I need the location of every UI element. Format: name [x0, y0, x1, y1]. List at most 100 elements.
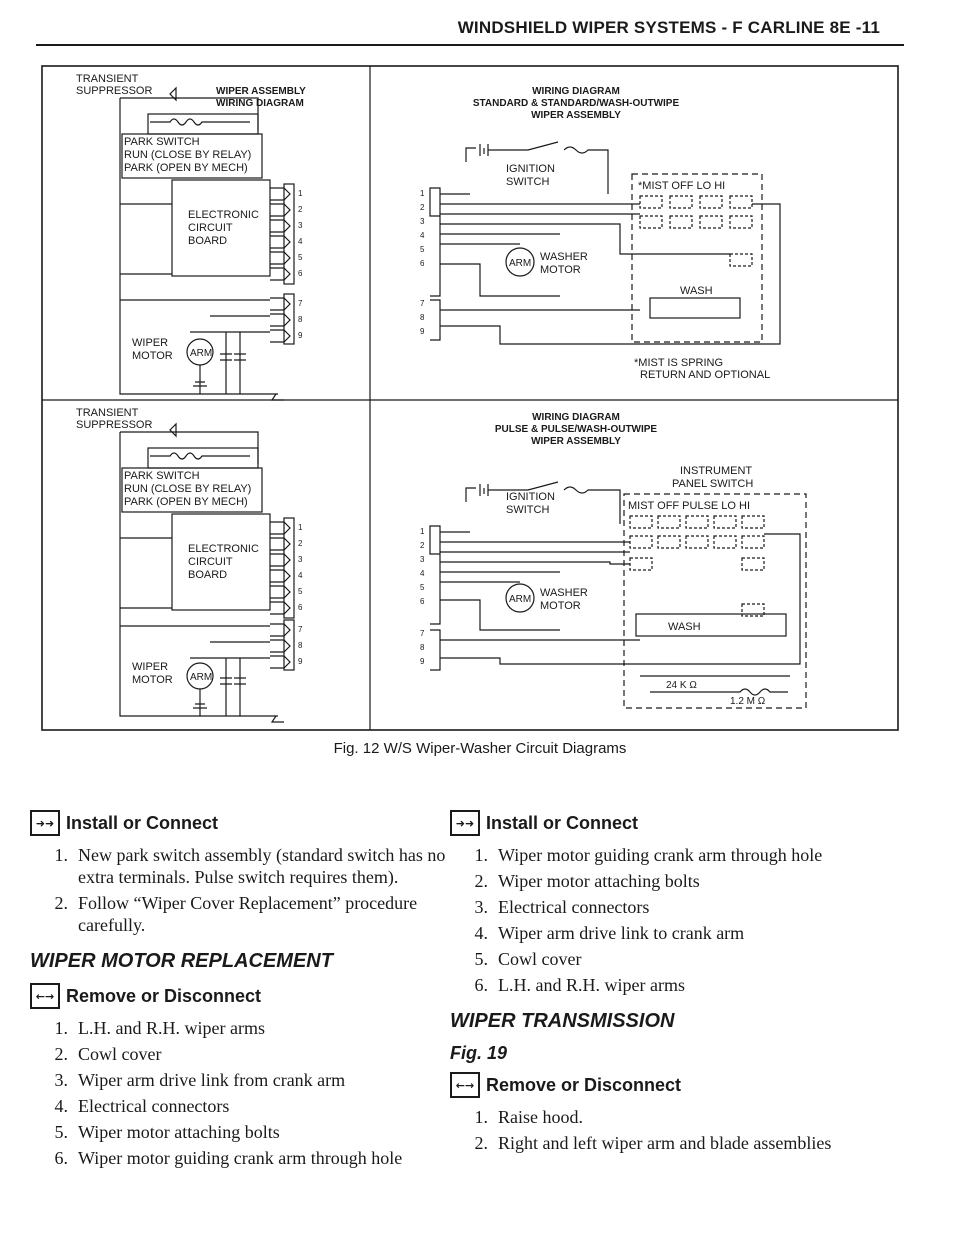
tl-transient: TRANSIENT — [76, 73, 139, 85]
br-wash-switch — [635, 613, 787, 637]
list-item: 6.L.H. and R.H. wiper arms — [474, 975, 685, 995]
tr-ignition: IGNITION — [506, 163, 555, 175]
svg-text:8: 8 — [298, 641, 303, 650]
br-ignition: IGNITION — [506, 491, 555, 503]
svg-text:3: 3 — [298, 221, 303, 230]
br-switch-contacts — [629, 515, 765, 617]
list-item: 1.L.H. and R.H. wiper arms — [54, 1018, 265, 1038]
list-item: 1.New park switch assembly (standard swi… — [54, 845, 446, 887]
br-title1: WIRING DIAGRAM — [532, 412, 620, 423]
svg-text:4: 4 — [420, 231, 425, 240]
svg-text:6: 6 — [420, 259, 425, 268]
install-heading-right: ➜➜ Install or Connect — [450, 810, 900, 836]
page-header: WINDSHIELD WIPER SYSTEMS - F CARLINE 8E … — [0, 18, 960, 58]
diagram-top-right: WIRING DIAGRAM STANDARD & STANDARD/WASH-… — [420, 86, 781, 381]
br-switch: SWITCH — [506, 504, 549, 516]
header-rule — [36, 44, 904, 46]
tr-wash-switch — [649, 297, 741, 319]
tr-switch: SWITCH — [506, 176, 549, 188]
bl-board2: CIRCUIT — [188, 556, 233, 568]
bl-suppressor: SUPPRESSOR — [76, 419, 152, 431]
tr-title2: STANDARD & STANDARD/WASH-OUTWIPE — [473, 98, 680, 109]
diagram-bottom-right: WIRING DIAGRAM PULSE & PULSE/WASH-OUTWIP… — [420, 412, 807, 709]
svg-text:6: 6 — [298, 269, 303, 278]
figure-reference: Fig. 19 — [450, 1043, 508, 1063]
tl-suppressor: SUPPRESSOR — [76, 85, 152, 97]
remove-disconnect-icon: ←→ — [30, 983, 60, 1009]
svg-text:9: 9 — [420, 657, 425, 666]
tr-switch-contacts — [639, 195, 753, 267]
tl-connector-pins — [270, 183, 295, 345]
br-r1: 24 K Ω — [666, 680, 697, 691]
remove-disconnect-icon: ←→ — [450, 1072, 480, 1098]
tr-wash: WASH — [680, 285, 713, 297]
br-switch-positions: MIST OFF PULSE LO HI — [628, 500, 750, 512]
bl-run-label: RUN (CLOSE BY RELAY) — [124, 483, 251, 495]
svg-text:5: 5 — [420, 583, 425, 592]
bl-board1: ELECTRONIC — [188, 543, 259, 555]
svg-text:2: 2 — [298, 205, 303, 214]
tl-board3: BOARD — [188, 235, 227, 247]
figure-frame — [41, 65, 899, 731]
bl-coil-icon — [150, 452, 250, 460]
svg-text:7: 7 — [298, 625, 303, 634]
list-item: 2.Follow “Wiper Cover Replacement” proce… — [54, 893, 418, 935]
diagram-top-left: TRANSIENT SUPPRESSOR WIPER ASSEMBLY WIRI… — [76, 73, 306, 401]
br-connector-icon — [429, 525, 441, 671]
br-title3: WIPER ASSEMBLY — [531, 436, 621, 447]
tl-coil-icon — [150, 118, 250, 126]
bl-park-switch: PARK SWITCH — [124, 470, 200, 482]
svg-text:8: 8 — [420, 643, 425, 652]
svg-text:1: 1 — [420, 189, 425, 198]
svg-text:3: 3 — [298, 555, 303, 564]
svg-text:6: 6 — [298, 603, 303, 612]
list-item: 6.Wiper motor guiding crank arm through … — [54, 1148, 403, 1168]
wiring-figure: TRANSIENT SUPPRESSOR WIPER ASSEMBLY WIRI… — [40, 64, 900, 732]
list-item: 3.Wiper arm drive link from crank arm — [54, 1070, 346, 1090]
bl-wiper: WIPER — [132, 661, 168, 673]
list-item: 2.Wiper motor attaching bolts — [474, 871, 700, 891]
bl-motor: MOTOR — [132, 674, 173, 686]
br-switch-box — [623, 493, 807, 709]
wiring-diagrams-svg: TRANSIENT SUPPRESSOR WIPER ASSEMBLY WIRI… — [41, 65, 899, 731]
tl-title2: WIRING DIAGRAM — [216, 98, 304, 109]
svg-text:7: 7 — [420, 629, 425, 638]
tr-note2: RETURN AND OPTIONAL — [640, 369, 770, 381]
list-item: 4.Electrical connectors — [54, 1096, 230, 1116]
tl-title1: WIPER ASSEMBLY — [216, 86, 306, 97]
tr-ignition-icon — [465, 141, 609, 194]
install-heading-label: Install or Connect — [486, 812, 639, 833]
tl-board2: CIRCUIT — [188, 222, 233, 234]
remove-heading-label: Remove or Disconnect — [486, 1074, 682, 1095]
svg-text:7: 7 — [420, 299, 425, 308]
svg-text:9: 9 — [298, 657, 303, 666]
remove-heading-right: ←→ Remove or Disconnect — [450, 1072, 900, 1098]
list-item: 3.Electrical connectors — [474, 897, 650, 917]
svg-text:9: 9 — [420, 327, 425, 336]
br-wash: WASH — [668, 621, 701, 633]
tr-switch-box — [631, 173, 763, 343]
install-list-right: 1.Wiper motor guiding crank arm through … — [450, 844, 900, 996]
svg-text:8: 8 — [420, 313, 425, 322]
bl-arm: ARM — [190, 672, 212, 683]
tl-motor: MOTOR — [132, 350, 173, 362]
list-item: 5.Wiper motor attaching bolts — [54, 1122, 280, 1142]
svg-text:2: 2 — [420, 203, 425, 212]
bl-transient: TRANSIENT — [76, 407, 139, 419]
remove-heading-left: ←→ Remove or Disconnect — [30, 983, 450, 1009]
bl-diode-icon — [169, 422, 177, 438]
bl-park-label: PARK (OPEN BY MECH) — [124, 496, 248, 508]
br-washer: WASHER — [540, 587, 588, 599]
svg-text:6: 6 — [420, 597, 425, 606]
list-item: 2.Cowl cover — [54, 1044, 162, 1064]
svg-text:1: 1 — [298, 189, 303, 198]
tr-switch-positions: *MIST OFF LO HI — [638, 180, 725, 192]
svg-text:3: 3 — [420, 217, 425, 226]
svg-text:1: 1 — [298, 523, 303, 532]
diagram-bottom-left: TRANSIENT SUPPRESSOR PARK SWITCH RUN (CL… — [76, 407, 303, 723]
svg-text:4: 4 — [298, 571, 303, 580]
wiper-transmission-heading: WIPER TRANSMISSION — [450, 1010, 675, 1032]
right-column: ➜➜ Install or Connect 1.Wiper motor guid… — [450, 810, 900, 1158]
install-heading-left: ➜➜ Install or Connect — [30, 810, 450, 836]
tl-board1: ELECTRONIC — [188, 209, 259, 221]
